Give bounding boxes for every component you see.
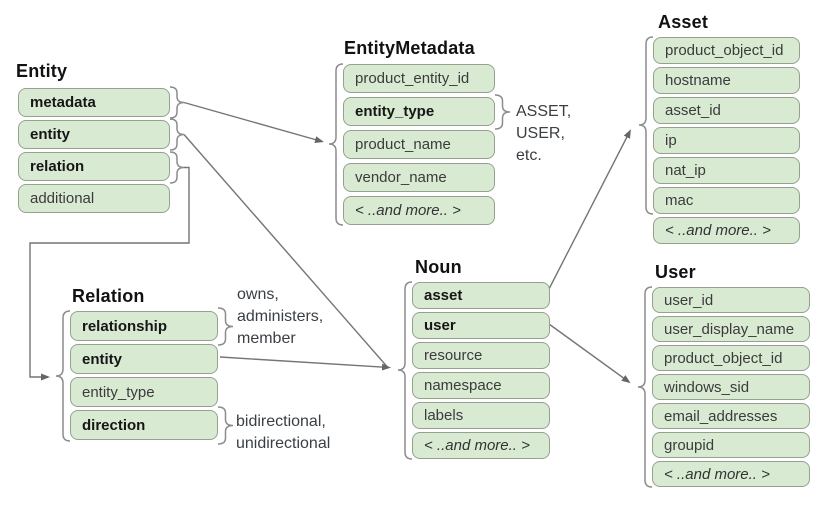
asset-field-asset-id: asset_id [653, 97, 800, 124]
noun-field-labels: labels [412, 402, 550, 429]
relation-field-entity-type: entity_type [70, 377, 218, 407]
noun-box: asset user resource namespace labels < .… [412, 282, 550, 462]
asset-box-title: Asset [658, 12, 709, 32]
noun-field-namespace: namespace [412, 372, 550, 399]
user-field-user-display-name: user_display_name [652, 316, 810, 342]
asset-box: product_object_id hostname asset_id ip n… [653, 37, 800, 247]
brace-direction-field [217, 406, 234, 445]
noun-field-user: user [412, 312, 550, 339]
arrow-noun-user-to-user [548, 323, 631, 384]
entity-type-values-note: ASSET, USER, etc. [516, 103, 572, 164]
brace-noun [397, 281, 413, 460]
entitymetadata-field-vendor-name: vendor_name [343, 163, 495, 192]
asset-field-hostname: hostname [653, 67, 800, 94]
entitymetadata-box-title: EntityMetadata [344, 38, 475, 58]
relationship-values-note: owns, administers, member [237, 286, 324, 347]
entitymetadata-field-and-more: < ..and more.. > [343, 196, 495, 225]
entity-field-additional: additional [18, 184, 170, 213]
user-field-and-more: < ..and more.. > [652, 461, 810, 487]
user-box: user_id user_display_name product_object… [652, 287, 810, 490]
relation-box: relationship entity entity_type directio… [70, 311, 218, 443]
user-field-email-addresses: email_addresses [652, 403, 810, 429]
brace-relationship-field [217, 307, 234, 346]
arrow-relation-entity-to-noun [219, 356, 391, 371]
user-field-user-id: user_id [652, 287, 810, 313]
entitymetadata-box: product_entity_id entity_type product_na… [343, 64, 495, 229]
brace-asset [638, 36, 654, 215]
entity-box: metadata entity relation additional [18, 88, 170, 216]
relation-field-relationship: relationship [70, 311, 218, 341]
user-field-windows-sid: windows_sid [652, 374, 810, 400]
relation-field-entity: entity [70, 344, 218, 374]
brace-relation [55, 310, 71, 442]
direction-values-note: bidirectional, unidirectional [236, 413, 331, 452]
noun-box-title: Noun [415, 257, 462, 277]
entitymetadata-field-product-entity-id: product_entity_id [343, 64, 495, 93]
asset-field-and-more: < ..and more.. > [653, 217, 800, 244]
asset-field-nat-ip: nat_ip [653, 157, 800, 184]
brace-entity-entity-field [169, 118, 185, 151]
brace-entity-metadata-field [169, 86, 185, 119]
asset-field-ip: ip [653, 127, 800, 154]
arrow-metadata-to-entitymetadata [183, 101, 324, 143]
asset-field-mac: mac [653, 187, 800, 214]
brace-entitymetadata [328, 63, 344, 226]
relation-field-direction: direction [70, 410, 218, 440]
brace-entity-relation-field [169, 151, 185, 184]
entity-box-title: Entity [16, 61, 68, 81]
brace-entity-type-field [494, 94, 511, 130]
entity-field-relation: relation [18, 152, 170, 181]
entitymetadata-field-entity-type: entity_type [343, 97, 495, 126]
user-box-title: User [655, 262, 696, 282]
brace-user [637, 286, 653, 488]
entity-field-entity: entity [18, 120, 170, 149]
asset-field-product-object-id: product_object_id [653, 37, 800, 64]
noun-field-resource: resource [412, 342, 550, 369]
user-field-product-object-id: product_object_id [652, 345, 810, 371]
noun-field-and-more: < ..and more.. > [412, 432, 550, 459]
relation-box-title: Relation [72, 286, 145, 306]
user-field-groupid: groupid [652, 432, 810, 458]
entitymetadata-field-product-name: product_name [343, 130, 495, 159]
entity-field-metadata: metadata [18, 88, 170, 117]
noun-field-asset: asset [412, 282, 550, 309]
